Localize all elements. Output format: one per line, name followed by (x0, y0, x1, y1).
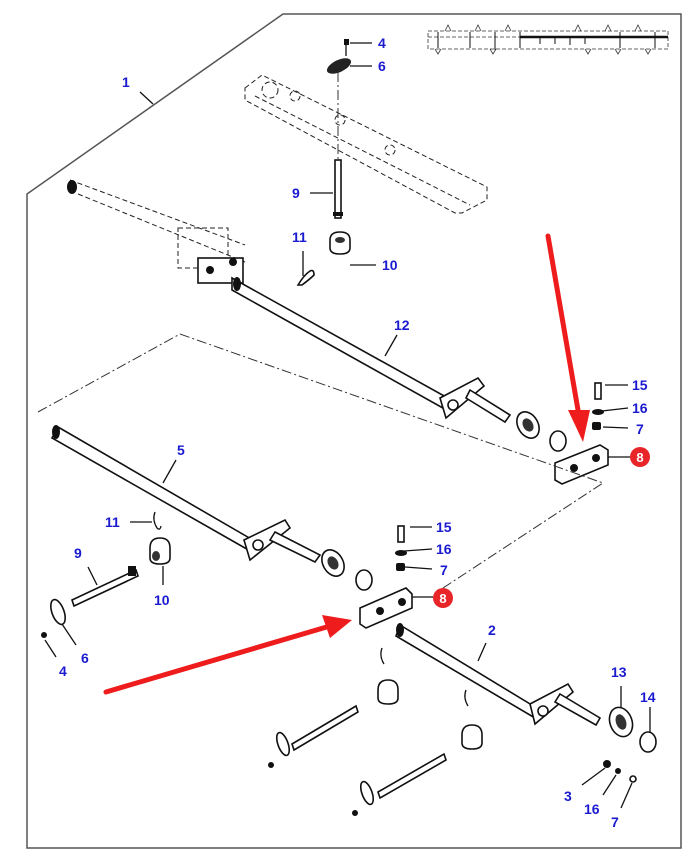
shaft-2 (395, 623, 657, 783)
callout-7: 7 (440, 562, 448, 578)
left-pin-assembly (41, 511, 171, 638)
callout-12: 12 (394, 317, 410, 333)
callout-6: 6 (378, 58, 386, 74)
callout-10: 10 (154, 592, 170, 608)
top-plate-outline (244, 74, 488, 214)
callout-8-badge: 8 (439, 591, 446, 606)
callout-14: 14 (640, 689, 656, 705)
callout-13: 13 (611, 664, 627, 680)
callout-2: 2 (488, 622, 496, 638)
callout-9: 9 (292, 185, 300, 201)
callout-11: 11 (292, 229, 307, 245)
callout-15: 15 (436, 519, 452, 535)
bearing-block-middle (359, 525, 413, 629)
callout-16: 16 (584, 801, 600, 817)
leader-lines (44, 42, 651, 809)
callout-1: 1 (122, 74, 130, 90)
callout-5: 5 (177, 442, 185, 458)
middle-assembly-outline (37, 333, 605, 591)
shaft-5 (50, 425, 373, 591)
assembly-frame (26, 13, 682, 849)
callout-16: 16 (436, 541, 452, 557)
callout-7: 7 (611, 814, 619, 830)
lower-pin-assembly-2 (352, 689, 483, 816)
callout-6: 6 (81, 650, 89, 666)
callout-4: 4 (59, 663, 67, 679)
callout-4: 4 (378, 35, 386, 51)
lower-pin-assembly-1 (268, 647, 399, 768)
callout-16: 16 (632, 400, 648, 416)
callout-15: 15 (632, 377, 648, 393)
shaft-12 (67, 179, 567, 452)
callout-11: 11 (105, 514, 120, 530)
highlight-badge-middle (433, 588, 453, 608)
callout-10: 10 (382, 257, 398, 273)
top-pin-assembly (296, 39, 352, 286)
callout-3: 3 (564, 788, 572, 804)
highlight-arrow-middle (103, 615, 352, 695)
highlight-badge-upper (630, 447, 650, 467)
highlight-arrow-upper (545, 233, 590, 442)
bearing-block-upper (554, 382, 609, 485)
callout-8-badge: 8 (636, 450, 643, 465)
callout-7: 7 (636, 421, 644, 437)
inset-thumbnail (427, 24, 669, 55)
callout-9: 9 (74, 545, 82, 561)
